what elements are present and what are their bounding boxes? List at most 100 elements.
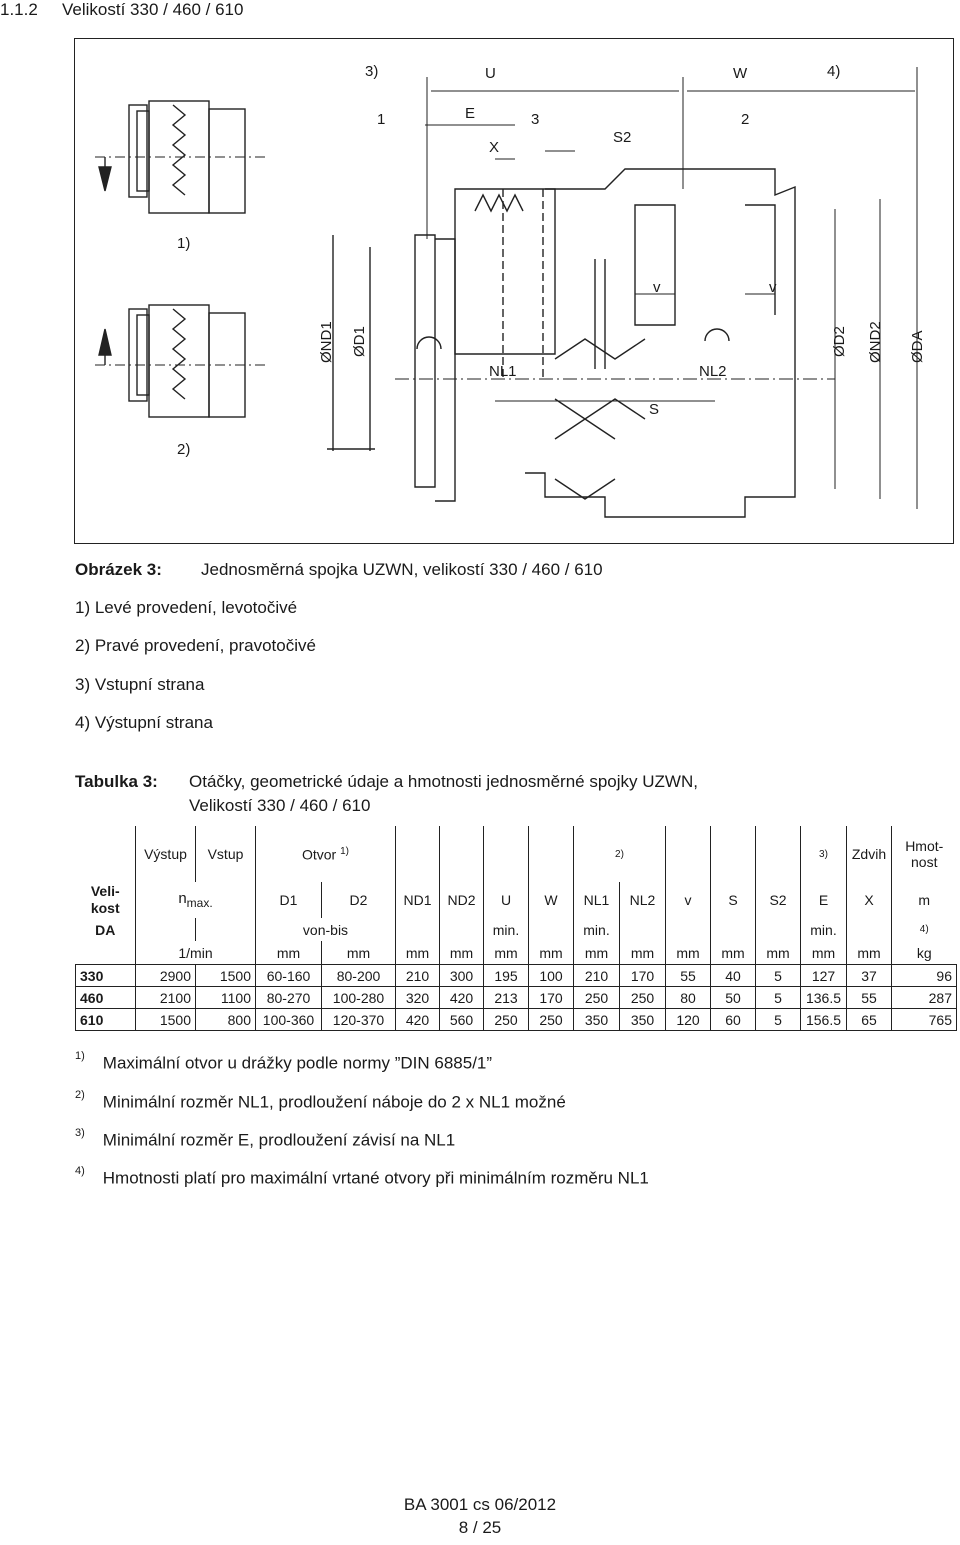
th-m: m <box>891 882 957 918</box>
label-S: S <box>649 401 660 418</box>
footer-page-number: 8 / 25 <box>458 1518 502 1537</box>
main-assembly <box>327 168 835 518</box>
table-cell: 350 <box>573 1008 620 1031</box>
table-cell: 156.5 <box>800 1008 847 1031</box>
label-D2: ØD2 <box>831 326 848 357</box>
table-cell: 50 <box>710 986 756 1009</box>
table-cell: 1100 <box>195 986 256 1009</box>
th-U-min: min. <box>483 918 529 941</box>
section-number: 1.1.2 <box>0 0 38 19</box>
th-hmotnost: Hmot-nost <box>891 826 957 882</box>
th-von-bis: von-bis <box>255 918 396 941</box>
th-NL1: NL1 <box>573 882 620 918</box>
unit-mm: mm <box>665 941 711 965</box>
table-cell: 40 <box>710 964 756 987</box>
label-S2: S2 <box>613 129 632 146</box>
table-cell: 330 <box>75 964 136 987</box>
label-U: U <box>485 65 496 82</box>
table-cell: 5 <box>755 964 801 987</box>
table-cell: 250 <box>573 986 620 1009</box>
th-note-3: 3) <box>800 826 847 882</box>
table-cell: 5 <box>755 986 801 1009</box>
table-cell: 420 <box>439 986 484 1009</box>
table-caption-label: Tabulka 3: <box>75 772 158 791</box>
table-cell: 210 <box>395 964 440 987</box>
th-DA: DA <box>95 921 116 938</box>
unit-mm: mm <box>255 941 322 965</box>
th-otvor: Otvor 1) <box>255 826 396 882</box>
label-W: W <box>733 65 748 82</box>
label-part-3: 3 <box>531 111 540 128</box>
right-hand-view-sketch <box>95 304 265 418</box>
th-S2: S2 <box>755 882 801 918</box>
table-cell: 60 <box>710 1008 756 1031</box>
coupling-drawing: 3) U W 4) 1 E 3 S2 2 X 1) 2) v v NL1 NL2… <box>74 38 954 544</box>
th-vystup: Výstup <box>135 826 196 882</box>
coupling-drawing-lines <box>95 67 918 518</box>
unit-mm: mm <box>573 941 620 965</box>
label-output-side: 4) <box>827 63 841 80</box>
label-NL1: NL1 <box>489 363 517 380</box>
table-cell: 287 <box>891 986 957 1009</box>
table-cell: 765 <box>891 1008 957 1031</box>
label-v-2: v <box>769 279 777 296</box>
label-right-hand: 2) <box>177 441 191 458</box>
label-ND1: ØND1 <box>318 321 335 363</box>
unit-mm: mm <box>483 941 529 965</box>
spec-table: Výstup Vstup Otvor 1) 2) 3) Zdvih Hmot-n… <box>75 826 957 1031</box>
table-cell: 250 <box>483 1008 529 1031</box>
table-cell: 320 <box>395 986 440 1009</box>
table-cell: 100-280 <box>321 986 396 1009</box>
label-left-hand: 1) <box>177 235 191 252</box>
table-cell: 170 <box>528 986 574 1009</box>
label-input-side: 3) <box>365 63 379 80</box>
section-title: Velikostí 330 / 460 / 610 <box>62 0 244 19</box>
footnote-3: 3)Minimální rozměr E, prodloužení závisí… <box>75 1127 456 1150</box>
th-U: U <box>483 882 529 918</box>
caption-item-1: 1) Levé provedení, levotočivé <box>75 598 298 617</box>
label-NL2: NL2 <box>699 363 727 380</box>
table-cell: 80-270 <box>255 986 322 1009</box>
th-note-2: 2) <box>573 826 666 882</box>
th-vstup: Vstup <box>195 826 256 882</box>
footnote-4: 4)Hmotnosti platí pro maximální vrtané o… <box>75 1165 649 1188</box>
th-E-min: min. <box>800 918 847 941</box>
table-cell: 460 <box>75 986 136 1009</box>
unit-kg: kg <box>891 941 957 965</box>
label-D1: ØD1 <box>351 326 368 357</box>
unit-mm: mm <box>710 941 756 965</box>
table-cell: 80 <box>665 986 711 1009</box>
table-cell: 120-370 <box>321 1008 396 1031</box>
label-ND2: ØND2 <box>867 321 884 363</box>
table-header-row-1: Výstup Vstup Otvor 1) 2) 3) Zdvih Hmot-n… <box>76 826 957 882</box>
table-caption-line-2: Velikostí 330 / 460 / 610 <box>189 796 371 815</box>
section-heading: 1.1.2 Velikostí 330 / 460 / 610 <box>0 0 243 20</box>
table-header-row-3: DA von-bis min. min. min. 4) <box>76 918 957 941</box>
table-caption: Tabulka 3: Otáčky, geometrické údaje a hm… <box>75 772 698 792</box>
table-cell: 2900 <box>135 964 196 987</box>
unit-rpm: 1/min <box>135 941 256 965</box>
table-cell: 136.5 <box>800 986 847 1009</box>
table-cell: 800 <box>195 1008 256 1031</box>
table-cell: 37 <box>846 964 892 987</box>
th-X: X <box>846 882 892 918</box>
table-cell: 65 <box>846 1008 892 1031</box>
unit-mm: mm <box>528 941 574 965</box>
table-cell: 420 <box>395 1008 440 1031</box>
table-cell: 1500 <box>195 964 256 987</box>
table-cell: 213 <box>483 986 529 1009</box>
label-part-2: 2 <box>741 111 750 128</box>
unit-mm: mm <box>846 941 892 965</box>
th-NL2: NL2 <box>619 882 666 918</box>
label-v-1: v <box>653 279 661 296</box>
table-caption-line-1: Otáčky, geometrické údaje a hmotnosti je… <box>189 772 698 791</box>
table-cell: 210 <box>573 964 620 987</box>
th-note-4: 4) <box>891 918 957 941</box>
th-ND1: ND1 <box>395 882 440 918</box>
table-cell: 120 <box>665 1008 711 1031</box>
th-v: v <box>665 882 711 918</box>
table-cell: 80-200 <box>321 964 396 987</box>
th-D1: D1 <box>255 882 322 918</box>
th-E: E <box>800 882 847 918</box>
unit-mm: mm <box>321 941 396 965</box>
